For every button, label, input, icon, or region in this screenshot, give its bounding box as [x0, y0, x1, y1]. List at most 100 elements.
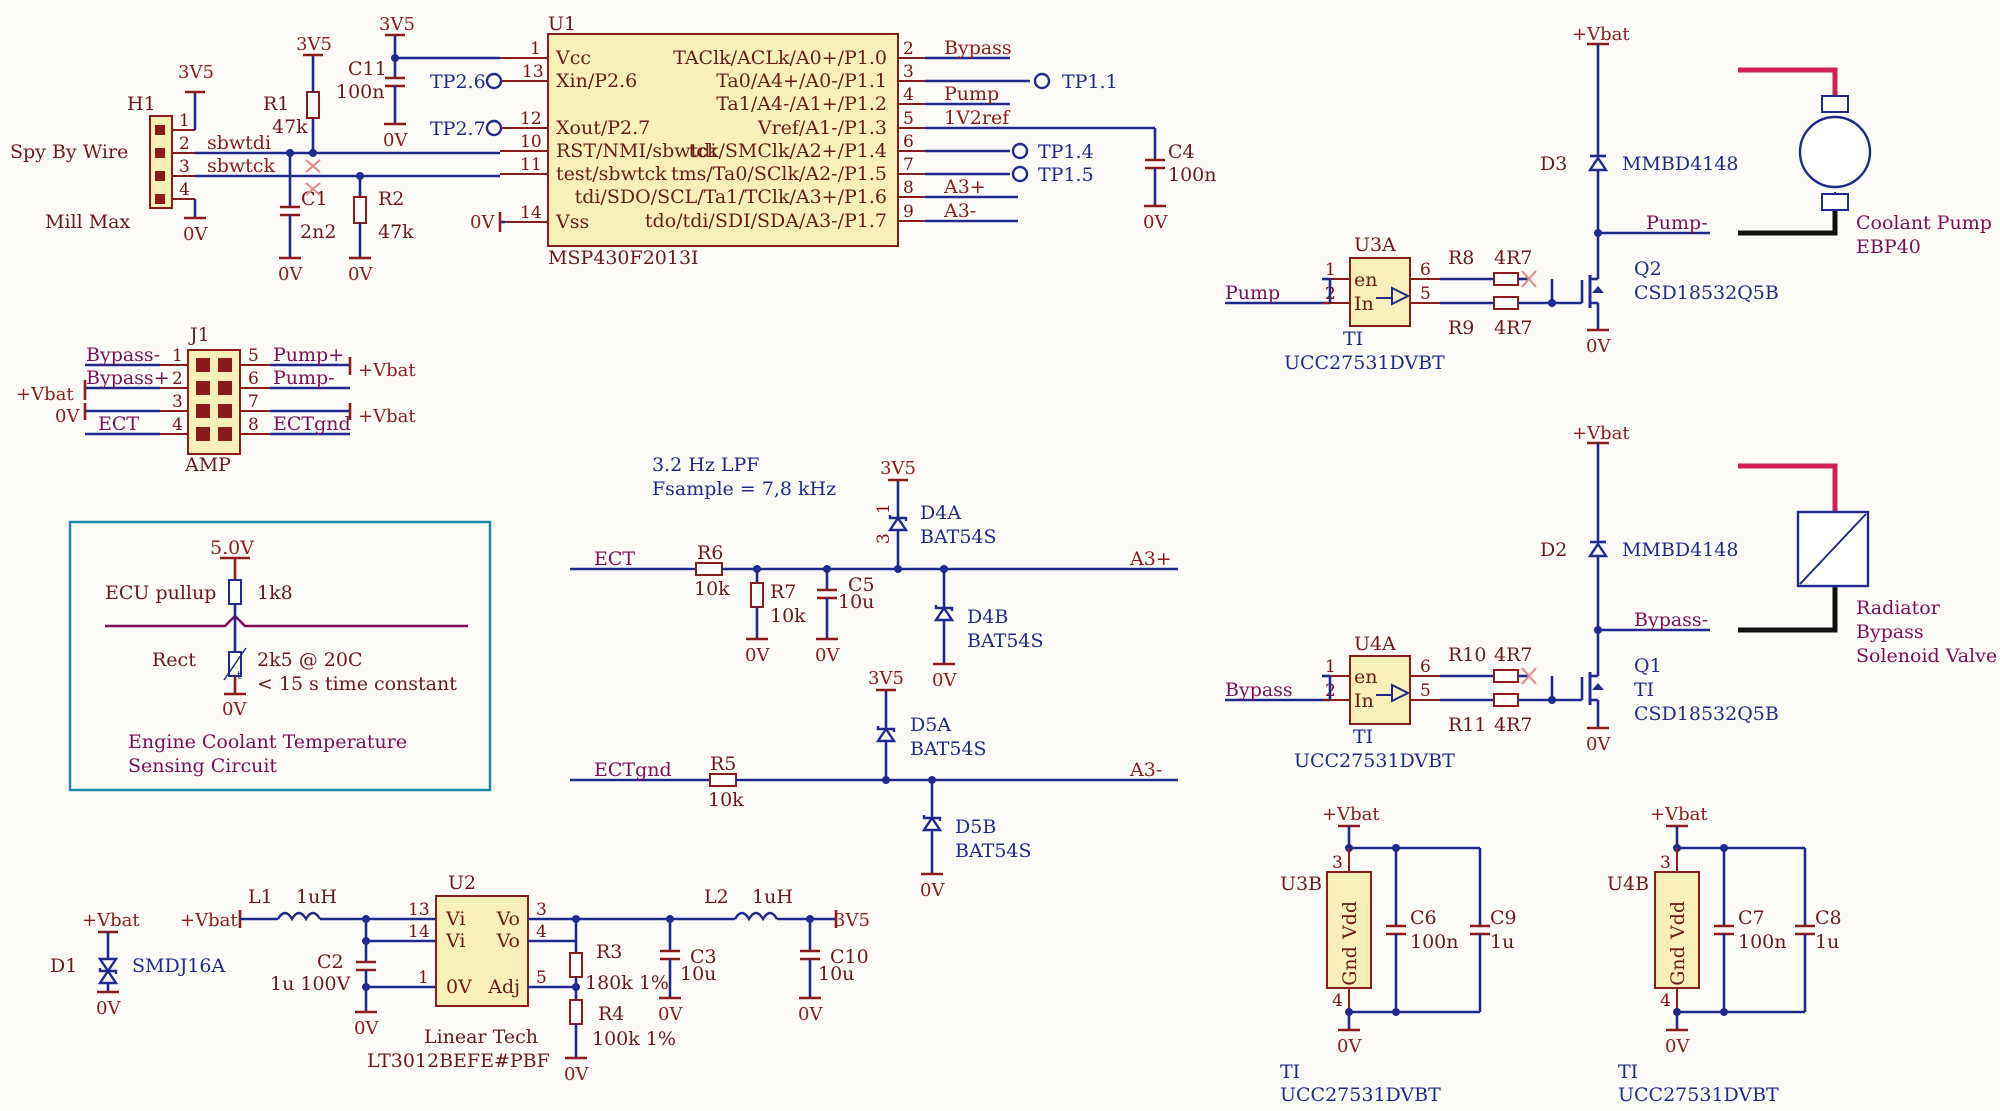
net-label: A3- — [943, 200, 976, 222]
u4b-mfr: TI — [1618, 1061, 1638, 1083]
j1-pin-num: 7 — [248, 392, 259, 412]
u1-pin-num: 2 — [903, 39, 914, 59]
net-label: ECT — [98, 413, 139, 435]
net-label: ECTgnd — [594, 759, 672, 781]
thermistor-t: t — [237, 669, 242, 682]
pump-driver: Pump U3A 1 2 en In 6 5 TI UCC27531DVBT R… — [1225, 24, 1992, 374]
j1-ref: J1 — [188, 324, 210, 346]
q1-ref: Q1 — [1634, 655, 1662, 677]
r10-ref: R10 — [1448, 644, 1486, 666]
j1-pin-num: 2 — [172, 369, 183, 389]
ect-sensing-box: 5.0V ECU pullup 1k8 t 0V Rect 2k5 @ 20C … — [68, 520, 492, 792]
tp-label: TP1.5 — [1038, 164, 1094, 186]
u1-pin-name: Xin/P2.6 — [556, 70, 637, 92]
u4a-part: UCC27531DVBT — [1294, 750, 1455, 772]
r3-ref: R3 — [596, 941, 622, 963]
u2-pin-name: Vi — [445, 908, 465, 930]
l2-value: 1uH — [752, 886, 793, 908]
d5b-value: BAT54S — [955, 840, 1032, 862]
u2-pin-name: Vo — [496, 908, 520, 930]
c4-value: 100n — [1168, 164, 1217, 186]
c8-ref: C8 — [1815, 907, 1842, 929]
u1-pin-name: Vref/A1-/P1.3 — [757, 117, 887, 139]
d4b-value: BAT54S — [967, 630, 1044, 652]
r8-value: 4R7 — [1494, 247, 1532, 269]
q2-ref: Q2 — [1634, 258, 1662, 280]
ect-pullup-value: 1k8 — [257, 582, 293, 604]
u1-pin-name: TAClk/ACLk/A0+/P1.0 — [673, 47, 887, 69]
d5b-ref: D5B — [955, 816, 996, 838]
ect-title-1: Engine Coolant Temperature — [128, 731, 407, 753]
c9-value: 1u — [1490, 931, 1514, 953]
l2-ref: L2 — [704, 886, 729, 908]
d4a-value: BAT54S — [920, 526, 997, 548]
test-point — [1011, 165, 1029, 183]
q1-mfr: TI — [1634, 679, 1654, 701]
r1-value: 47k — [272, 116, 308, 138]
u3b-mfr: TI — [1280, 1061, 1300, 1083]
c2-value: 1u 100V — [270, 973, 351, 995]
net-label: Bypass — [1225, 679, 1293, 701]
u3b-vdd: Vdd — [1339, 901, 1361, 940]
gnd-label: 0V — [564, 1064, 589, 1085]
u4b-supply: +Vbat 3 Vdd Gnd 4 0V U4B C7 100n C8 1u T… — [1607, 804, 1842, 1106]
h1-title: Spy By Wire — [10, 141, 128, 163]
u2-pin-name: Adj — [487, 976, 520, 998]
net-label: Pump+ — [273, 344, 344, 366]
d3-value: MMBD4148 — [1622, 153, 1738, 175]
u2-part: LT3012BEFE#PBF — [367, 1050, 550, 1072]
net-label: Bypass- — [86, 344, 160, 366]
u3b-pin-num: 4 — [1332, 991, 1343, 1011]
v35-label: 3V5 — [880, 458, 916, 479]
c7-value: 100n — [1738, 931, 1787, 953]
j1-part: AMP — [184, 454, 231, 476]
j1-pin-num: 1 — [172, 346, 183, 366]
vbat-label: +Vbat — [180, 910, 238, 931]
gnd-label: 0V — [1586, 734, 1611, 755]
net-label: ECTgnd — [273, 413, 351, 435]
vbat-label: +Vbat — [1572, 423, 1630, 444]
gnd-label: 0V — [798, 1004, 823, 1025]
net-label: sbwtck — [207, 155, 275, 177]
h1-pin-num: 3 — [179, 157, 190, 177]
gnd-label: 0V — [348, 264, 373, 285]
load-pump-label: Coolant Pump — [1856, 212, 1992, 234]
u4b-pin-num: 4 — [1660, 991, 1671, 1011]
r9-value: 4R7 — [1494, 317, 1532, 339]
u3a-pin-num: 1 — [1325, 260, 1336, 280]
u2-pin-num: 13 — [408, 900, 430, 920]
c2-ref: C2 — [317, 951, 344, 973]
u1-pin-num: 11 — [520, 155, 542, 175]
u1-pin-num: 5 — [903, 109, 914, 129]
h1-header: H1 Spy By Wire Mill Max 1 2 3 4 3V5 0V s… — [10, 34, 500, 285]
u2-mfr: Linear Tech — [424, 1026, 538, 1048]
c10-value: 10u — [818, 963, 854, 985]
d2-value: MMBD4148 — [1622, 539, 1738, 561]
tp-label: TP1.1 — [1062, 71, 1118, 93]
c1-value: 2n2 — [300, 221, 336, 243]
u3b-pin-num: 3 — [1332, 853, 1343, 873]
u4b-part: UCC27531DVBT — [1618, 1084, 1779, 1106]
u1-body — [547, 33, 899, 247]
h1-ref: H1 — [127, 93, 156, 115]
u3a-mfr: TI — [1343, 328, 1363, 350]
u1-pin-num: 1 — [530, 39, 541, 59]
u1-pin-name: tck/SMClk/A2+/P1.4 — [689, 140, 887, 162]
u3b-part: UCC27531DVBT — [1280, 1084, 1441, 1106]
u2-pin-num: 5 — [536, 968, 547, 988]
vbat-label: +Vbat — [1572, 24, 1630, 45]
test-point — [1033, 72, 1051, 90]
u1-pin-num: 8 — [903, 178, 914, 198]
u4a-pin-num: 5 — [1420, 681, 1431, 701]
v35-label: 3V5 — [296, 34, 332, 55]
q1-value: CSD18532Q5B — [1634, 703, 1779, 725]
u3a-part: UCC27531DVBT — [1284, 352, 1445, 374]
r6-ref: R6 — [697, 542, 723, 564]
net-label: Pump- — [1646, 212, 1708, 234]
r5-value: 10k — [708, 789, 744, 811]
ect-title-2: Sensing Circuit — [128, 755, 277, 777]
load-valve-label: Bypass — [1856, 621, 1924, 643]
gnd-label: 0V — [658, 1004, 683, 1025]
ect-frame — [68, 520, 492, 792]
